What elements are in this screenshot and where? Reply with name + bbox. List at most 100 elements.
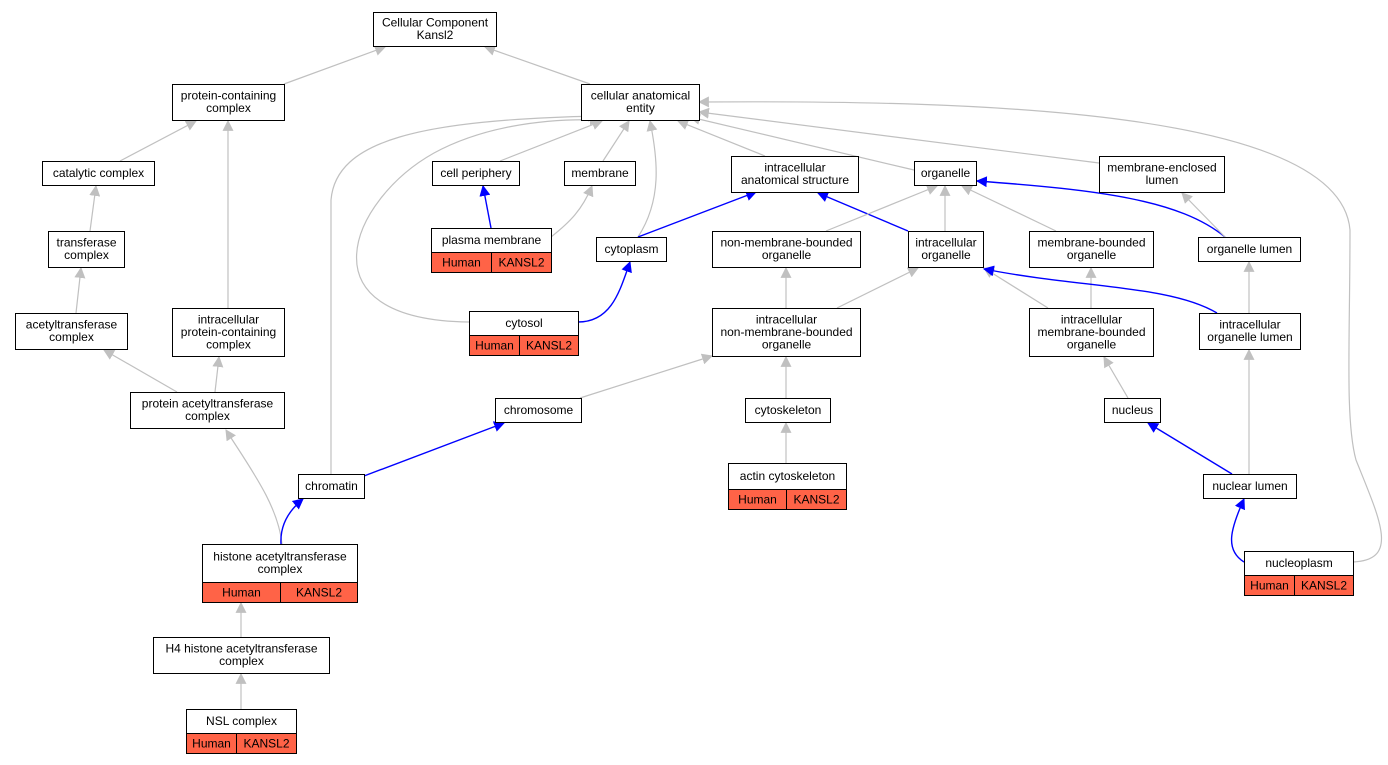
edge-plasma-membrane-to-membrane (550, 184, 594, 238)
node-label-line: complex (206, 337, 251, 351)
node-label-line: NSL complex (206, 714, 277, 728)
node-nucleus[interactable]: nucleus (1104, 398, 1161, 423)
node-label-line: membrane-bounded (1037, 236, 1145, 250)
node-chromatin[interactable]: chromatin (298, 474, 365, 499)
annotation-gene-cell: KANSL2 (1301, 579, 1347, 593)
edge-protein-acetyltransferase-complex-to-acetyltransferase-complex (103, 349, 178, 393)
edge-histone-acetyltransferase-complex-to-protein-acetyltransferase-complex (225, 429, 283, 545)
edge-transferase-complex-to-catalytic-complex (89, 184, 101, 232)
node-label-line: cell periphery (440, 166, 511, 180)
node-label-line: transferase (56, 236, 116, 250)
edge-intracellular-organelle-lumen-to-intracellular-organelle (982, 265, 1218, 314)
node-label-line: catalytic complex (53, 166, 144, 180)
node-label-line: organelle (921, 166, 971, 180)
edge-acetyltransferase-complex-to-transferase-complex (74, 266, 86, 314)
node-label-line: intracellular (1219, 318, 1280, 332)
edge-cell-periphery-to-cellular-anatomical-entity (499, 119, 604, 162)
node-label-line: organelle lumen (1207, 242, 1292, 256)
node-label-line: Kansl2 (417, 28, 454, 42)
node-intracellular-non-membrane-bounded-organelle[interactable]: intracellularnon-membrane-boundedorganel… (712, 308, 861, 357)
annotation-gene-cell-bg (1294, 575, 1354, 596)
node-catalytic-complex[interactable]: catalytic complex (42, 161, 155, 186)
node-label-line: intracellular (756, 312, 817, 326)
node-box (1029, 231, 1154, 268)
node-label-line: chromosome (504, 403, 574, 417)
node-label-line: membrane-bounded (1037, 325, 1145, 339)
node-label-line: acetyltransferase (26, 318, 118, 332)
node-membrane[interactable]: membrane (564, 161, 636, 186)
node-box (42, 161, 155, 186)
node-label-line: organelle (1067, 248, 1117, 262)
node-label-line: complex (206, 101, 251, 115)
annotation-species-cell: Human (475, 339, 514, 353)
edge-plasma-membrane-to-cell-periphery (479, 184, 492, 229)
node-box (432, 161, 520, 186)
node-box (172, 84, 285, 121)
node-label-line: complex (49, 330, 94, 344)
node-box (495, 398, 582, 423)
node-organelle-lumen[interactable]: organelle lumen (1198, 237, 1301, 262)
annotation-gene-cell-bg (786, 489, 847, 510)
node-organelle[interactable]: organelle (914, 161, 977, 186)
node-cytoplasm[interactable]: cytoplasm (596, 237, 667, 262)
annotation-gene-cell-bg (519, 335, 579, 356)
node-nuclear-lumen[interactable]: nuclear lumen (1203, 474, 1297, 499)
node-box (596, 237, 667, 262)
node-label-line: non-membrane-bounded (720, 236, 852, 250)
edge-chromosome-to-intracellular-non-membrane-bounded-organelle (579, 353, 714, 399)
edge-intracellular-organelle-to-intracellular-anatomical-structure (816, 191, 909, 232)
node-chromosome[interactable]: chromosome (495, 398, 582, 423)
node-label-line: nucleus (1112, 403, 1153, 417)
edge-organelle-lumen-to-organelle (975, 176, 1226, 238)
annotation-species-cell: Human (222, 586, 261, 600)
node-box (172, 308, 285, 357)
node-label-line: cytoplasm (604, 242, 658, 256)
node-box (1099, 156, 1225, 193)
annotation-species-cell: Human (442, 256, 481, 270)
node-label-line: cytosol (505, 316, 542, 330)
node-label-line: intracellular (1061, 312, 1122, 326)
edge-cellular-anatomical-entity-to-cellular-component (483, 45, 591, 85)
node-label-line: nucleoplasm (1265, 556, 1332, 570)
node-label-line: organelle (762, 337, 812, 351)
node-label-line: organelle (1067, 337, 1117, 351)
node-cytoskeleton[interactable]: cytoskeleton (745, 398, 831, 423)
node-label-line: histone acetyltransferase (213, 550, 347, 564)
edge-membrane-enclosed-lumen-to-cellular-anatomical-entity (697, 107, 1100, 164)
annotation-species-cell: Human (192, 737, 231, 751)
node-box (745, 398, 831, 423)
node-label-line: intracellular (198, 312, 259, 326)
node-label-line: organelle (921, 248, 971, 262)
node-box (564, 161, 636, 186)
edge-membrane-to-cellular-anatomical-entity (602, 120, 630, 162)
edge-membrane-bounded-organelle-to-organelle (961, 185, 1057, 232)
node-box (48, 231, 125, 268)
edge-chromatin-to-cellular-anatomical-entity (330, 110, 600, 474)
node-cell-periphery[interactable]: cell periphery (432, 161, 520, 186)
node-box (373, 12, 497, 47)
node-label-line: cytoskeleton (755, 403, 822, 417)
